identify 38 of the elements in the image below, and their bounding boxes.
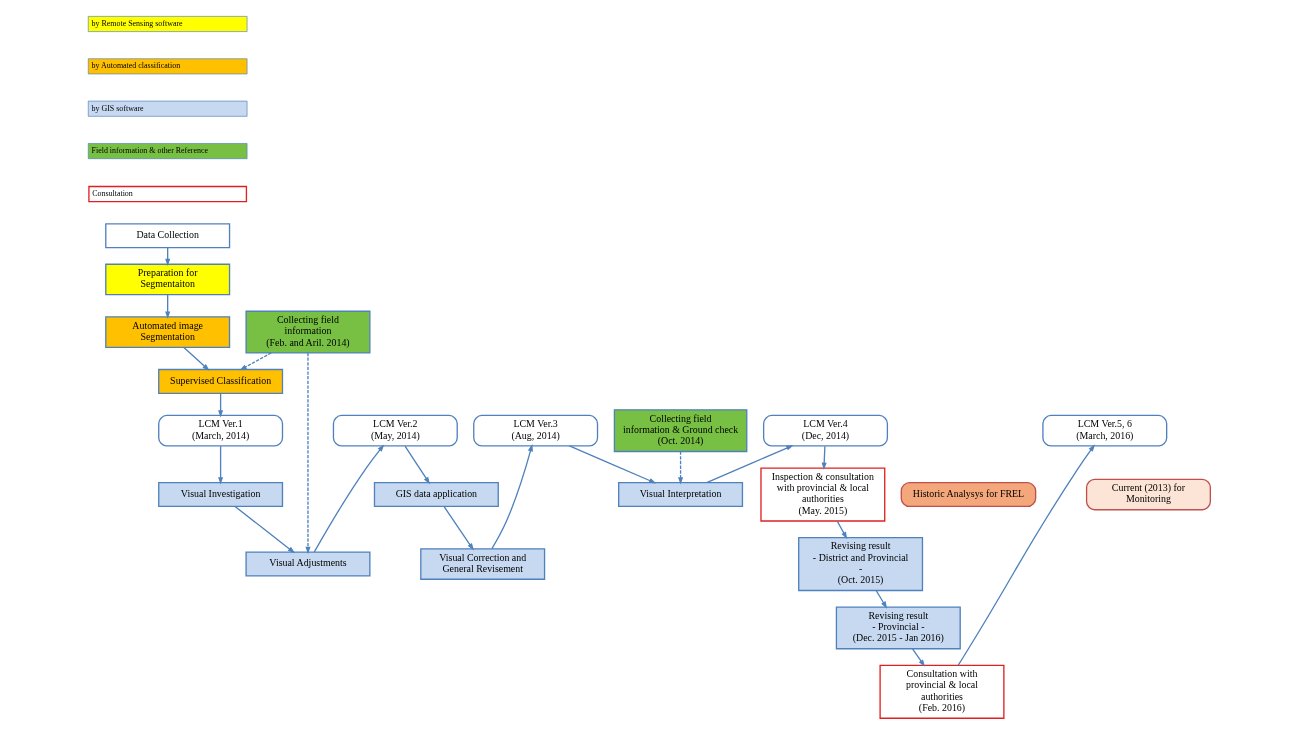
arrow (238, 352, 272, 371)
arrow (705, 445, 794, 484)
node-box: GIS data application (373, 481, 499, 508)
node-box: Visual Correction and General Revisement (419, 548, 545, 580)
arrow (304, 352, 311, 555)
arrow (403, 445, 430, 485)
node-box: Collecting field information & Ground check (Oct. 2014) (613, 409, 747, 453)
arrow (911, 648, 925, 667)
node-box: Visual Investigation (157, 481, 283, 508)
node-box: LCM Ver.5, 6 (March, 2016) (1041, 414, 1167, 447)
arrow (490, 444, 533, 550)
node-box: Current (2013) for Monitoring (1085, 478, 1211, 511)
node-box: Inspection & consultation with provincial & local authorities (May. 2015) (759, 467, 885, 522)
node-box: LCM Ver.1 (March, 2014) (157, 414, 283, 447)
node-box: LCM Ver.3 (Aug, 2014) (472, 414, 598, 447)
arrow (182, 346, 210, 371)
node-box: Collecting field information (Feb. and Aril. 2014) (244, 310, 370, 354)
arrow (957, 444, 1095, 666)
node-box: Data Collection (104, 223, 230, 249)
arrow (677, 451, 683, 485)
node-box: Historic Analysys for FREL (900, 481, 1036, 508)
node-box: Supervised Classification (157, 368, 283, 394)
node-box: Revising result - Provincial - (Dec. 2015 - Jan 2016) (835, 606, 961, 650)
arrow (875, 590, 887, 609)
arrow (442, 505, 474, 551)
node-box: Visual Adjustments (244, 551, 370, 577)
node-box: LCM Ver.2 (May, 2014) (332, 414, 458, 447)
node-box: Revising result - District and Provincial - (Oct. 2015) (797, 536, 923, 592)
node-box: LCM Ver.4 (Dec, 2014) (762, 414, 888, 447)
node-box: Automated image Segmentation (104, 316, 230, 348)
arrow (217, 445, 223, 485)
arrow (836, 520, 847, 540)
node-box: Visual Interpretation (617, 481, 743, 508)
node-box: Consultation with provincial & local authorities (Feb. 2016) (878, 664, 1005, 719)
arrow (233, 505, 295, 554)
arrow (568, 445, 656, 484)
arrow (313, 444, 384, 553)
node-box: Preparation for Segmentaiton (104, 263, 230, 296)
